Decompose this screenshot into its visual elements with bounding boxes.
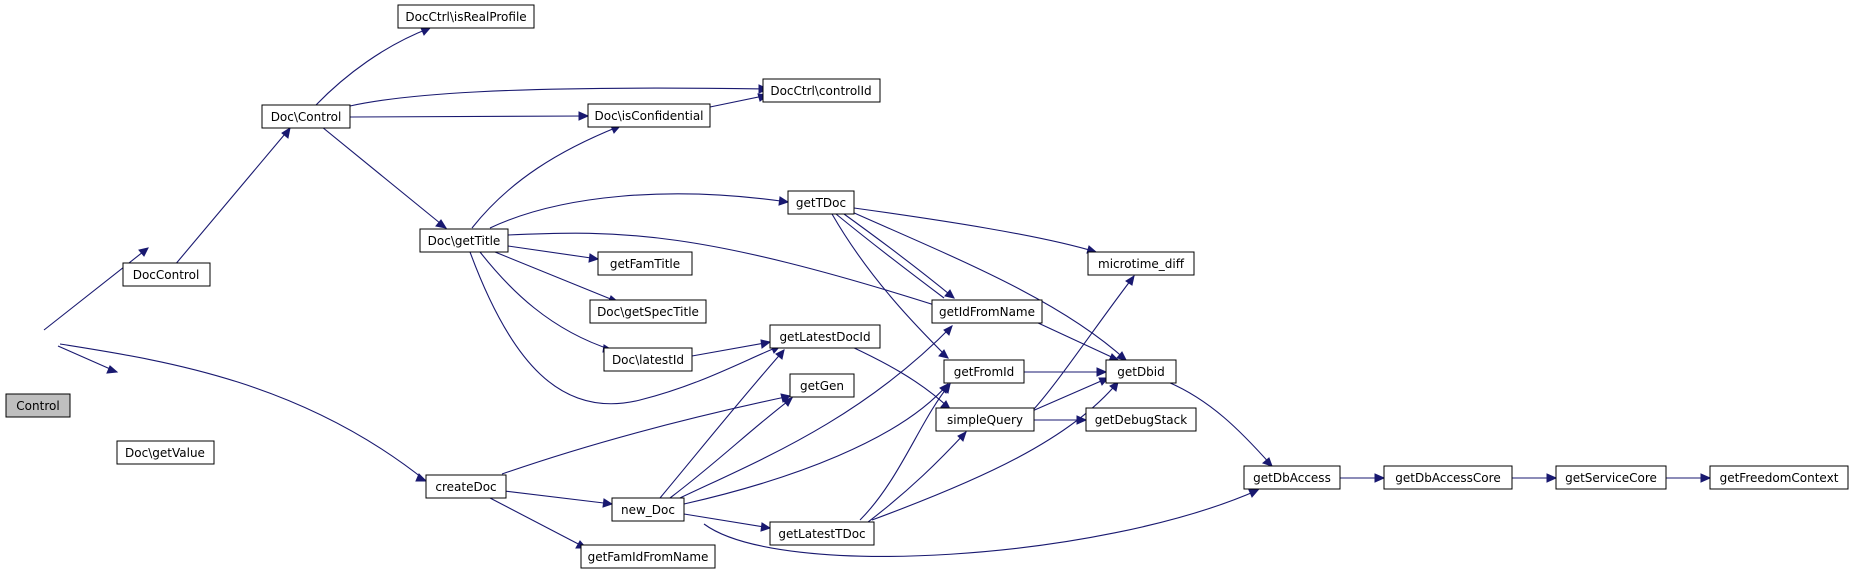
node-doc-control[interactable]: Doc\Control — [261, 104, 351, 129]
edge-getlatesttdoc-simplequery — [867, 431, 967, 523]
edge-getidfromname-getdbid — [1035, 321, 1120, 362]
node-latestid[interactable]: Doc\latestId — [603, 347, 693, 372]
edge-createdoc-new-doc — [503, 490, 614, 508]
svg-text:getDbid: getDbid — [1117, 365, 1165, 379]
svg-text:Doc\getTitle: Doc\getTitle — [428, 234, 501, 248]
node-docgetvalue[interactable]: Doc\getValue — [116, 440, 215, 465]
edge-createdoc-getfamidfromname — [489, 497, 588, 549]
node-createdoc[interactable]: createDoc — [425, 474, 507, 499]
edge-doc-control-isconfidential — [349, 111, 590, 121]
svg-text:DocControl: DocControl — [133, 268, 200, 282]
svg-text:Doc\getSpecTitle: Doc\getSpecTitle — [597, 305, 699, 319]
svg-text:getIdFromName: getIdFromName — [939, 305, 1035, 319]
svg-text:getTDoc: getTDoc — [796, 196, 846, 210]
svg-text:getFreedomContext: getFreedomContext — [1720, 471, 1839, 485]
svg-text:getLatestDocId: getLatestDocId — [779, 330, 870, 344]
svg-text:getFromId: getFromId — [954, 365, 1015, 379]
svg-text:getGen: getGen — [800, 379, 844, 393]
edge-new-doc-getidfromname — [679, 325, 953, 499]
edge-getlatesttdoc-getdbid — [871, 381, 1119, 521]
edge-doc-control-gettitle — [321, 126, 448, 229]
svg-text:new_Doc: new_Doc — [621, 503, 675, 517]
node-getdbaccesscore[interactable]: getDbAccessCore — [1383, 465, 1513, 490]
svg-text:DocCtrl\controlId: DocCtrl\controlId — [770, 84, 871, 98]
edge-isconfidential-controlid — [709, 93, 770, 108]
edge-control-doccontrol — [43, 247, 149, 331]
svg-text:Control: Control — [16, 399, 59, 413]
edge-getdbid-getdbaccess — [1167, 381, 1273, 467]
edge-latestid-getlatestdocid — [691, 339, 772, 357]
svg-text:getFamTitle: getFamTitle — [610, 257, 680, 271]
node-getgen[interactable]: getGen — [789, 373, 855, 398]
node-getdbaccess[interactable]: getDbAccess — [1243, 465, 1341, 490]
svg-text:getLatestTDoc: getLatestTDoc — [778, 527, 865, 541]
edge-getdbaccess-getdbaccesscore — [1340, 473, 1386, 483]
node-getfreedomcontext[interactable]: getFreedomContext — [1709, 465, 1849, 490]
edge-getlatesttdoc-getfromid — [859, 383, 951, 521]
edge-gettitle-isconfidential — [471, 125, 622, 229]
edge-gettdoc-getidfromname — [843, 213, 955, 299]
node-doccontrol[interactable]: DocControl — [122, 262, 211, 287]
edge-gettitle-gettdoc — [489, 193, 790, 229]
node-simplequery[interactable]: simpleQuery — [935, 407, 1035, 432]
edge-getfromid-getdbid — [1024, 367, 1108, 377]
edge-getservicecore-getfreedomcontext — [1666, 473, 1712, 483]
svg-text:getServiceCore: getServiceCore — [1565, 471, 1657, 485]
edge-gettitle-getfamtitle — [507, 245, 600, 263]
node-getdbid[interactable]: getDbid — [1105, 359, 1177, 384]
node-control[interactable]: Control — [5, 393, 71, 418]
node-microtime-diff[interactable]: microtime_diff — [1087, 251, 1195, 276]
svg-text:Doc\getValue: Doc\getValue — [125, 446, 205, 460]
svg-text:Doc\isConfidential: Doc\isConfidential — [594, 109, 703, 123]
edge-doccontrol-doc-control — [173, 126, 291, 267]
edge-gettitle-getidfromname — [507, 232, 946, 310]
edge-new-doc-getgen — [669, 397, 793, 499]
node-gettdoc[interactable]: getTDoc — [787, 190, 855, 215]
edge-createdoc-getgen — [501, 393, 792, 475]
node-getservicecore[interactable]: getServiceCore — [1555, 465, 1667, 490]
node-getlatestdocid[interactable]: getLatestDocId — [769, 324, 881, 349]
node-getfamidfromname[interactable]: getFamIdFromName — [580, 544, 716, 569]
svg-text:Doc\latestId: Doc\latestId — [612, 353, 684, 367]
node-getidfromname[interactable]: getIdFromName — [931, 299, 1043, 324]
svg-text:getDbAccess: getDbAccess — [1253, 471, 1331, 485]
edge-new-doc-getlatesttdoc — [683, 513, 772, 532]
svg-text:DocCtrl\isRealProfile: DocCtrl\isRealProfile — [405, 10, 526, 24]
node-getlatesttdoc[interactable]: getLatestTDoc — [769, 521, 875, 546]
node-new-doc[interactable]: new_Doc — [611, 497, 685, 522]
svg-text:getDebugStack: getDebugStack — [1095, 413, 1187, 427]
edge-doc-control-isrealprofile — [315, 27, 432, 106]
svg-text:createDoc: createDoc — [435, 480, 496, 494]
svg-text:Doc\Control: Doc\Control — [271, 110, 342, 124]
node-isconfidential[interactable]: Doc\isConfidential — [587, 103, 711, 128]
edge-new-doc-getlatestdocid — [659, 349, 785, 499]
edge-simplequery-getdbid — [1029, 377, 1110, 413]
node-controlid[interactable]: DocCtrl\controlId — [762, 78, 881, 103]
node-getfromid[interactable]: getFromId — [943, 359, 1025, 384]
edge-gettdoc-getidfromname-2 — [835, 213, 945, 299]
node-getdebugstack[interactable]: getDebugStack — [1085, 407, 1197, 432]
svg-text:getFamIdFromName: getFamIdFromName — [588, 550, 709, 564]
edge-doc-control-controlid — [349, 84, 770, 107]
edge-getdbaccesscore-getservicecore — [1512, 473, 1558, 483]
edge-simplequery-microtime — [1033, 274, 1135, 410]
node-getfamtitle[interactable]: getFamTitle — [597, 251, 693, 276]
svg-text:microtime_diff: microtime_diff — [1098, 257, 1185, 271]
node-getspectitle[interactable]: Doc\getSpecTitle — [589, 299, 707, 324]
svg-text:getDbAccessCore: getDbAccessCore — [1395, 471, 1500, 485]
svg-text:simpleQuery: simpleQuery — [947, 413, 1023, 427]
node-isrealprofile[interactable]: DocCtrl\isRealProfile — [397, 4, 535, 29]
edge-new-doc-getfromid — [683, 383, 949, 505]
edge-control-createdoc — [59, 343, 428, 482]
edge-gettdoc-microtime — [853, 207, 1098, 254]
node-gettitle[interactable]: Doc\getTitle — [419, 228, 509, 253]
edge-control-getvalue — [57, 345, 119, 374]
edge-new-doc-getdbaccess — [703, 489, 1260, 557]
edge-gettdoc-getdbid — [851, 211, 1127, 361]
edge-gettdoc-getfromid — [831, 213, 949, 359]
